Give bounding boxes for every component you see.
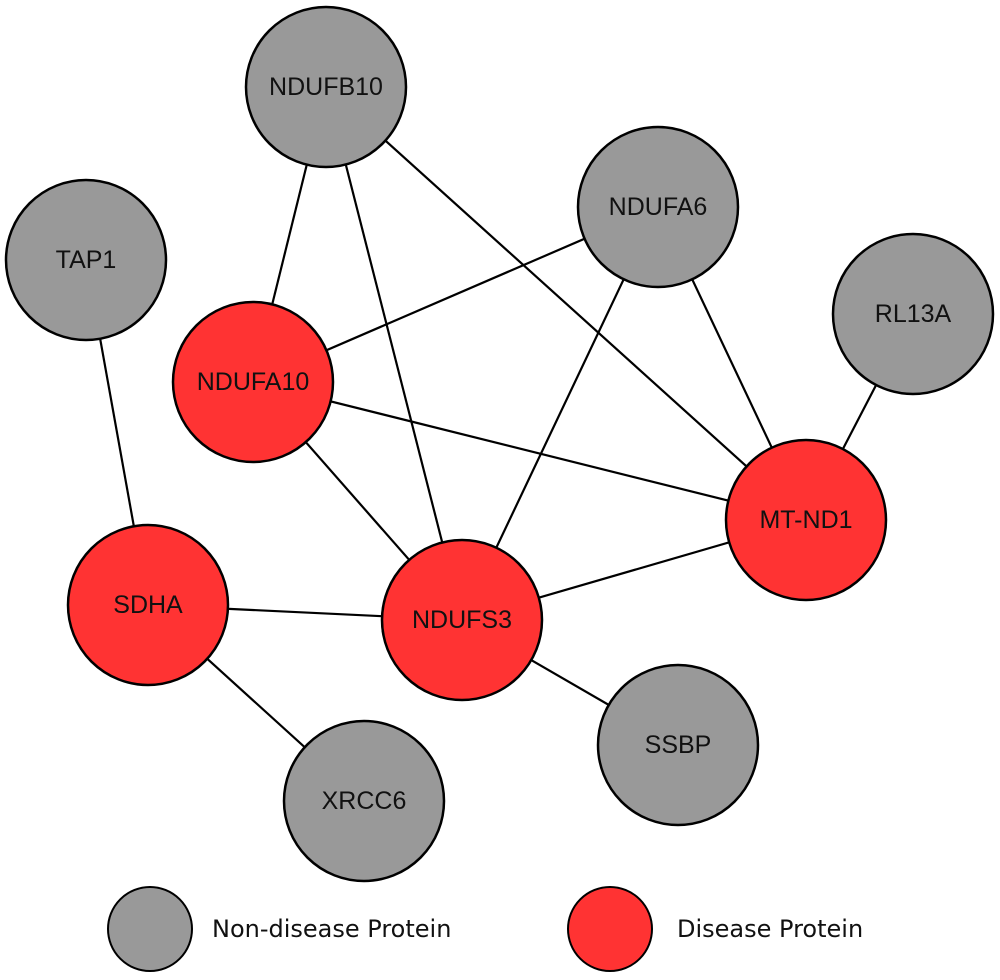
node-ndufa10: NDUFA10	[171, 300, 335, 464]
node-mt-nd1: MT-ND1	[724, 438, 888, 602]
node-label-ssbp: SSBP	[645, 731, 712, 759]
legend-label-non-disease-protein: Non-disease Protein	[212, 915, 451, 943]
node-sdha: SDHA	[66, 523, 230, 687]
node-circle-ssbp	[596, 663, 760, 827]
node-circle-tap1	[4, 178, 168, 342]
edge-ndufa10-mt-nd1	[252, 380, 807, 522]
node-circle-sdha	[66, 523, 230, 687]
node-label-rl13a: RL13A	[875, 300, 952, 328]
node-label-xrcc6: XRCC6	[322, 787, 407, 815]
node-rl13a: RL13A	[831, 232, 995, 396]
node-label-ndufa6: NDUFA6	[609, 193, 708, 221]
edge-ndufb10-mt-nd1	[325, 86, 807, 521]
node-ndufa6: NDUFA6	[576, 125, 740, 289]
node-tap1: TAP1	[4, 178, 168, 342]
node-ndufs3: NDUFS3	[380, 538, 544, 702]
node-label-mt-nd1: MT-ND1	[759, 506, 852, 534]
node-circle-mt-nd1	[724, 438, 888, 602]
node-circle-rl13a	[831, 232, 995, 396]
node-label-ndufa10: NDUFA10	[197, 368, 310, 396]
node-ssbp: SSBP	[596, 663, 760, 827]
legend-label-disease-protein: Disease Protein	[677, 915, 863, 943]
node-circle-ndufa10	[171, 300, 335, 464]
legend-swatch-non-disease-protein	[107, 886, 193, 972]
legend: Non-disease Protein Disease Protein	[107, 886, 863, 972]
node-label-ndufb10: NDUFB10	[269, 73, 383, 101]
edge-ndufb10-ndufs3	[324, 86, 464, 621]
node-circle-ndufa6	[576, 125, 740, 289]
node-circle-ndufs3	[380, 538, 544, 702]
node-circle-xrcc6	[282, 719, 446, 883]
node-xrcc6: XRCC6	[282, 719, 446, 883]
node-label-sdha: SDHA	[113, 591, 183, 619]
node-circle-ndufb10	[244, 5, 408, 169]
legend-swatch-disease-protein	[567, 886, 653, 972]
legend-item-disease-protein: Disease Protein	[567, 886, 863, 972]
node-label-ndufs3: NDUFS3	[412, 606, 512, 634]
node-ndufb10: NDUFB10	[244, 5, 408, 169]
legend-item-non-disease-protein: Non-disease Protein	[107, 886, 451, 972]
node-label-tap1: TAP1	[56, 246, 117, 274]
